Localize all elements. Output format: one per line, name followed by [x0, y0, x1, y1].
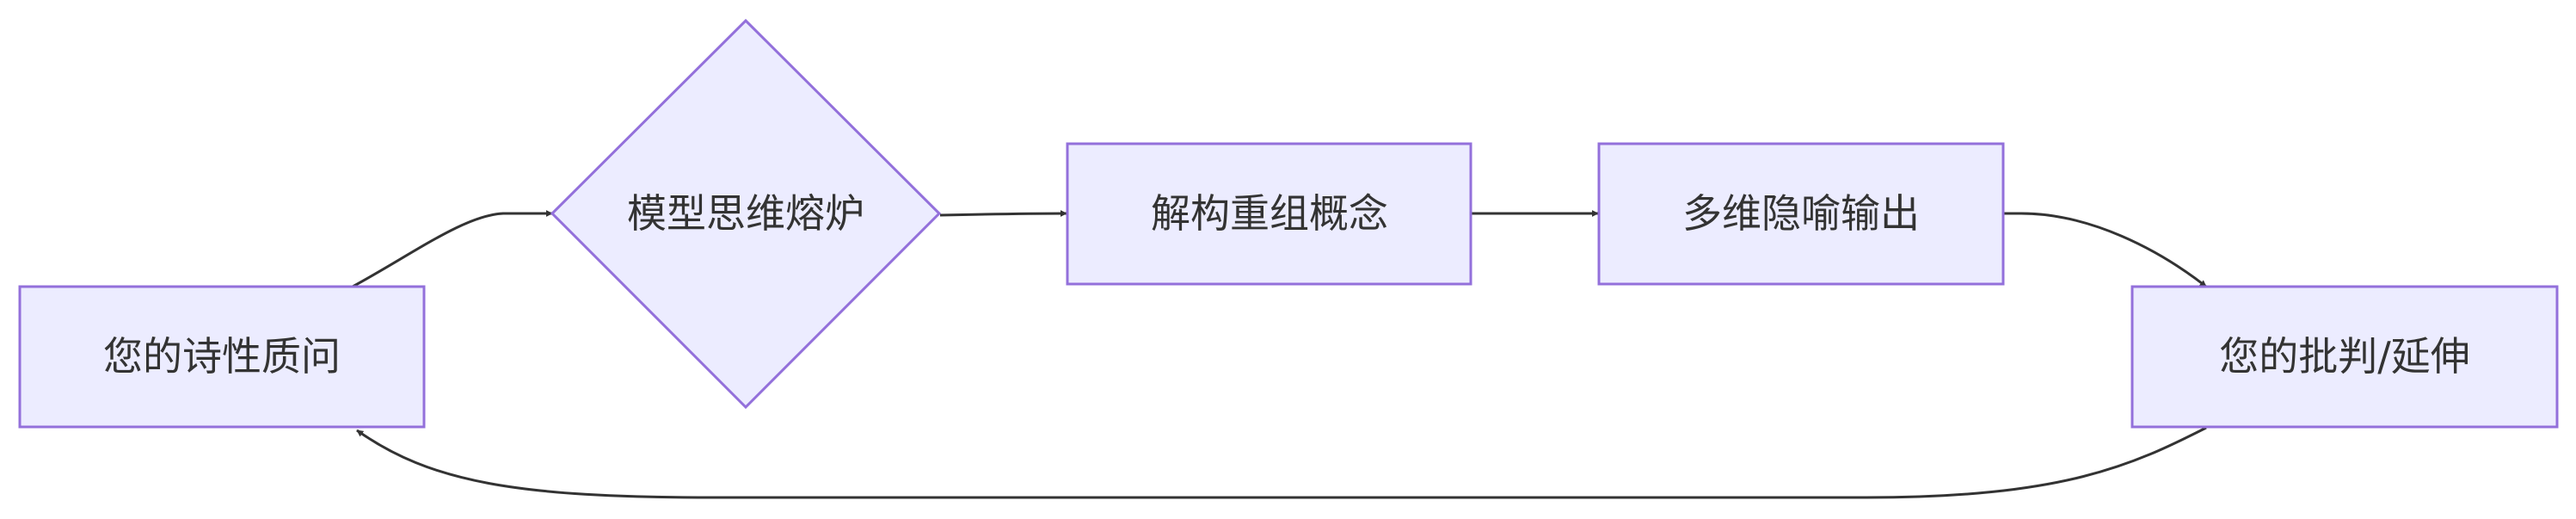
- edge-question-to-furnace: [352, 210, 553, 288]
- node-question-box: [18, 285, 426, 429]
- edges: [352, 210, 2207, 499]
- node-deconstruct: 解构重组概念: [1066, 142, 1472, 286]
- node-furnace: 模型思维熔炉: [550, 18, 942, 410]
- node-deconstruct-label: 解构重组概念: [1151, 190, 1388, 237]
- node-metaphor-label: 多维隐喻输出: [1682, 190, 1920, 237]
- node-question-label: 您的诗性质问: [103, 333, 341, 380]
- node-furnace-diamond: [550, 18, 942, 410]
- node-critique-box: [2130, 285, 2559, 429]
- node-deconstruct-box: [1066, 142, 1472, 286]
- node-critique: 您的批判/延伸: [2130, 285, 2559, 429]
- edge-furnace-to-deconstruct: [939, 210, 1067, 218]
- node-metaphor-box: [1597, 142, 2005, 286]
- edge-metaphor-to-critique: [2004, 212, 2207, 288]
- node-furnace-label: 模型思维熔炉: [627, 190, 864, 237]
- edge-critique-to-question: [356, 426, 2207, 499]
- node-critique-label: 您的批判/延伸: [2219, 333, 2470, 380]
- node-question: 您的诗性质问: [18, 285, 426, 429]
- node-metaphor: 多维隐喻输出: [1597, 142, 2005, 286]
